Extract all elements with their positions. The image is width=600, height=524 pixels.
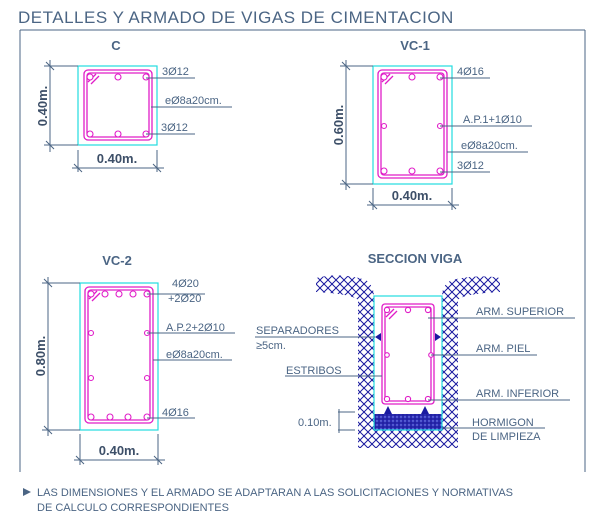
stirrup [83,69,153,141]
section-viga-title: SECCION VIGA [368,251,463,266]
top-bars-label: 3Ø12 [162,66,189,78]
bottom-bars-label: 4Ø16 [162,407,189,419]
skin-reinforcement-label: ARM. PIEL [476,343,530,355]
rebars [86,73,150,138]
bottom-reinforcement-label: ARM. INFERIOR [476,388,559,400]
width-dim: 0.40m. [97,151,137,166]
width-dim: 0.40m. [99,443,139,458]
top-bars-label: 4Ø16 [457,66,484,78]
extra-top-bars-label: +2Ø20 [168,293,201,305]
section-vc1-title: VC-1 [400,38,430,53]
skin-bars-label: A.P.2+2Ø10 [166,322,225,334]
height-dim: 0.60m. [331,105,346,145]
lean-concrete [374,414,442,430]
height-dim: 0.80m. [33,336,48,376]
footnote-line-1: LAS DIMENSIONES Y EL ARMADO SE ADAPTARAN… [37,487,513,499]
stirrups-label: ESTRIBOS [286,365,342,377]
stirrup-label: eØ8a20cm. [166,349,223,361]
bullet-arrow-icon [23,488,31,496]
concrete-outline [77,65,158,146]
spacers-distance-label: ≥5cm. [256,340,286,352]
section-c-title: C [111,38,121,53]
stirrup-label: eØ8a20cm. [165,95,222,107]
lean-concrete-label: HORMIGON [472,417,534,429]
skin-bars-label: A.P.1+1Ø10 [463,114,522,126]
beam-trench-section: SECCION VIGA SEPARADORES ≥5cm. ESTRIBOS … [255,251,575,448]
lean-thickness-label: 0.10m. [298,417,332,429]
section-vc2-title: VC-2 [102,253,132,268]
soil-hatch [316,275,500,448]
lean-concrete-label-2: DE LIMPIEZA [472,431,541,443]
spacers-label: SEPARADORES [256,325,339,337]
bottom-bars-label: 3Ø12 [161,122,188,134]
frame [19,29,586,472]
footnote-line-2: DE CALCULO CORRESPONDIENTES [37,502,229,514]
top-reinforcement-label: ARM. SUPERIOR [476,306,564,318]
width-dim: 0.40m. [392,188,432,203]
page-title: DETALLES Y ARMADO DE VIGAS DE CIMENTACIO… [18,8,454,27]
bottom-bars-label: 3Ø12 [457,160,484,172]
stirrup-label: eØ8a20cm. [461,140,518,152]
section-c: C 0.40m. 0.40m. 3Ø12 eØ8a20cm. 3Ø12 [35,38,232,173]
top-bars-label: 4Ø20 [172,278,199,290]
section-vc2: VC-2 0.80m. 0.40m. 4Ø20 +2Ø20 A.P.2+2Ø10… [33,253,235,465]
section-vc1: VC-1 0.60m. 0.40m. 4Ø16 A.P.1+1Ø10 eØ8a2… [331,38,532,210]
concrete-outline [373,295,443,431]
height-dim: 0.40m. [35,86,50,126]
